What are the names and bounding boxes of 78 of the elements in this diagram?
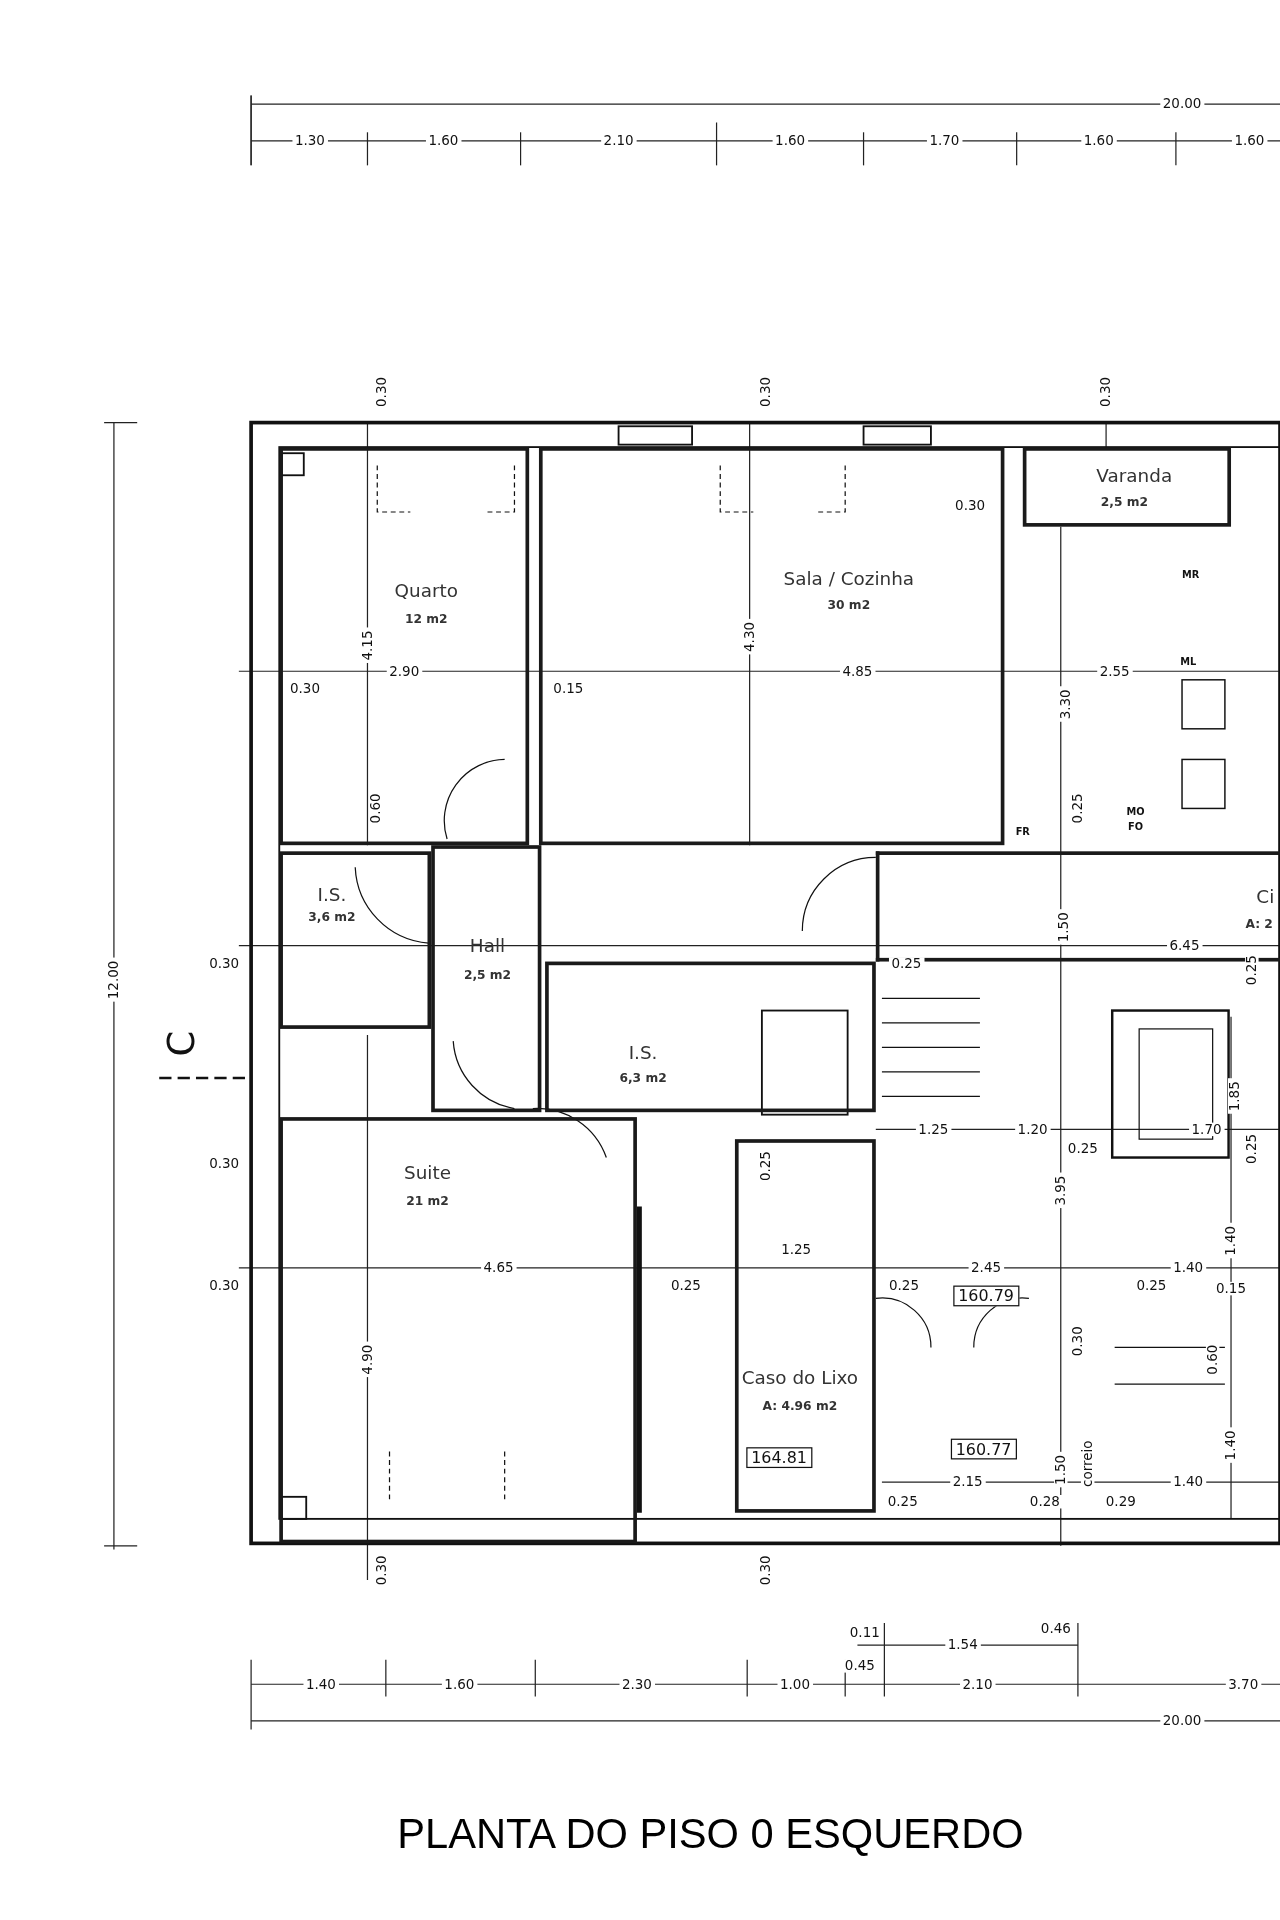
dimension-value: 1.60 [441,1677,477,1691]
dimension-value: 3.95 [1054,1173,1068,1209]
dimension-value: 0.30 [952,499,988,513]
dimension-value: 1.30 [292,134,328,148]
appliance-abbreviation: FO [1127,823,1143,833]
dimension-value: 4.30 [742,619,757,655]
dimension-value: 1.00 [777,1677,813,1691]
dimension-value: 1.40 [1224,1427,1238,1463]
elevation-tag: 160.77 [950,1438,1017,1460]
area-label: 30 m2 [827,599,871,612]
area-label: A: 4.96 m2 [762,1400,838,1413]
dimension-value: 6.45 [1167,938,1202,953]
room-name: Sala / Cozinha [783,570,915,589]
elevation-tag: 160.79 [953,1285,1019,1307]
drawing-title: PLANTA DO PISO 0 ESQUERDO [397,1809,1024,1858]
mailbox-label: correio [1080,1438,1095,1490]
appliance-abbreviation: FR [1015,828,1030,838]
appliance-abbreviation: ML [1180,657,1197,668]
area-label: 2,5 m2 [463,968,512,982]
area-label: 2,5 m2 [1100,496,1149,509]
room-outline [545,961,876,1113]
dimension-value: 1.40 [1170,1261,1206,1275]
dimension-value: 1.50 [1054,1452,1068,1488]
dimension-value: 4.85 [840,664,875,678]
dimension-value: 1.70 [926,134,962,148]
room-outline [431,845,542,1113]
dimension-value: 1.60 [1231,134,1267,148]
dimension-value: 1.60 [1081,134,1117,148]
area-label: A: 2 [1245,918,1273,931]
room-name: Caso do Lixo [741,1368,859,1388]
area-label: 12 m2 [404,613,448,626]
area-label: 21 m2 [406,1195,449,1208]
dimension-value: 2.30 [619,1677,655,1691]
dimension-value: 2.55 [1097,664,1133,678]
dimension-value: 1.50 [1056,909,1070,945]
appliance-abbreviation: MO [1126,807,1145,817]
dimension-value: 0.25 [1071,791,1085,826]
room-name: I.S. [628,1044,658,1063]
dimension-value: 20.00 [1160,97,1204,111]
room-outline [538,447,1005,846]
dimension-value: 4.90 [360,1342,375,1378]
dimension-value: 4.65 [481,1261,516,1275]
appliance-abbreviation: MR [1181,570,1200,581]
section-mark: C [162,1029,200,1059]
dimension-value: 1.40 [303,1677,339,1691]
dimension-value: 2.45 [968,1261,1004,1275]
dimension-value: 1.85 [1227,1078,1242,1114]
room-outline [279,851,432,1029]
dimension-value: 1.70 [1189,1122,1224,1137]
room-name: I.S. [317,886,347,905]
dimension-value: 1.40 [1170,1475,1206,1489]
dimension-value: 1.25 [915,1122,951,1137]
dimension-value: 0.60 [369,791,383,826]
dimension-value: 0.30 [287,681,323,696]
elevation-tag: 164.81 [746,1447,812,1469]
dimension-value: 1.60 [425,134,461,148]
dimension-value: 2.10 [601,134,637,148]
dimension-value: 3.70 [1225,1677,1261,1691]
dimension-value: 1.20 [1015,1122,1051,1137]
dimension-value: 0.25 [888,957,924,971]
dimension-value: 2.10 [960,1677,995,1691]
dimension-value: 12.00 [107,958,121,1002]
dimension-value: 2.15 [950,1475,986,1489]
room-name: Quarto [394,582,458,601]
dimension-value: 2.90 [386,664,422,678]
dimension-value: 3.30 [1058,686,1073,722]
area-label: 6,3 m2 [619,1071,667,1085]
dimension-value: 1.60 [772,134,808,148]
dimension-value: 1.54 [945,1638,981,1652]
dimension-value: 4.15 [360,628,375,663]
room-name: Suite [404,1164,451,1183]
dimension-value: 1.40 [1224,1223,1238,1259]
dimension-value: 0.28 [1027,1495,1063,1509]
dimension-value: 20.00 [1160,1714,1204,1728]
room-name: Ci [1256,888,1275,908]
room-name: Varanda [1096,467,1173,486]
area-label: 3,6 m2 [308,911,356,924]
room-outline [1022,447,1231,527]
